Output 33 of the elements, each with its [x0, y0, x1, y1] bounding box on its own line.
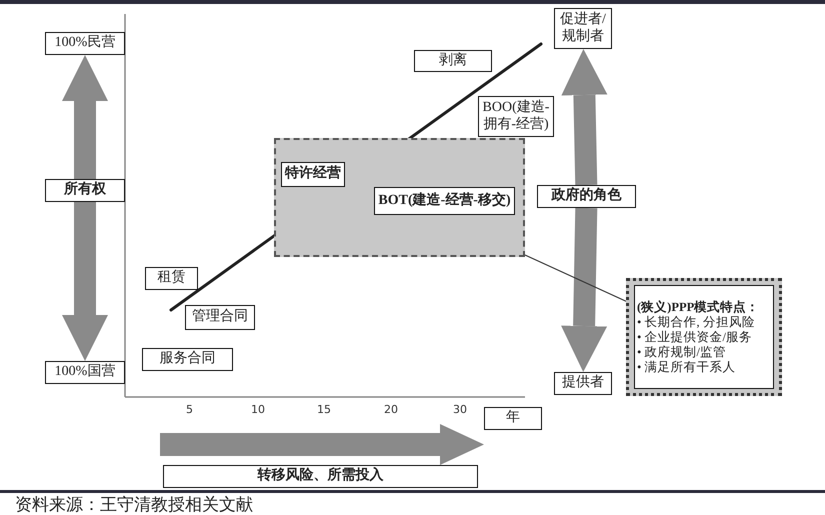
axis-title: 所有权 — [45, 179, 125, 202]
shaded-region — [274, 138, 525, 257]
leader-line — [524, 254, 626, 302]
block-arrow — [561, 49, 608, 186]
model-box: 管理合同 — [185, 305, 255, 330]
state-box: 100%国营 — [45, 361, 125, 384]
axis-title: 政府的角色 — [537, 185, 636, 208]
bullet-text: • 企业提供资金/服务 — [637, 330, 753, 344]
bullet-text: • 满足所有干系人 — [637, 360, 737, 374]
model-box: 服务合同 — [142, 348, 233, 371]
tick-label: 30 — [453, 403, 467, 416]
tick-label: 15 — [317, 403, 331, 416]
model-box: BOO(建造-拥有-经营) — [478, 96, 554, 137]
note-box — [626, 278, 782, 396]
model-box: 特许经营 — [281, 162, 345, 187]
model-box: 租赁 — [145, 267, 198, 290]
axis-title: 转移风险、所需投入 — [163, 465, 478, 488]
model-box: BOT(建造-经营-移交) — [374, 187, 515, 215]
unit-label: 年 — [484, 407, 542, 430]
bullet-text: • 长期合作, 分担风险 — [637, 314, 756, 330]
note-heading: (狭义)PPP模式特点： — [637, 300, 760, 314]
bullet-text: • 政府规制/监管 — [637, 344, 727, 360]
model-box: 剥离 — [414, 50, 492, 72]
block-arrow — [62, 202, 108, 361]
role-box: 提供者 — [554, 372, 612, 395]
block-arrow — [62, 55, 108, 179]
tick-label: 5 — [186, 403, 193, 416]
block-arrow — [561, 208, 608, 372]
tick-label: 10 — [251, 403, 265, 416]
source-caption: 资料来源：王守清教授相关文献 — [15, 494, 253, 515]
state-box: 100%民营 — [45, 32, 125, 55]
tick-label: 20 — [384, 403, 398, 416]
role-box: 促进者/规制者 — [554, 8, 612, 49]
